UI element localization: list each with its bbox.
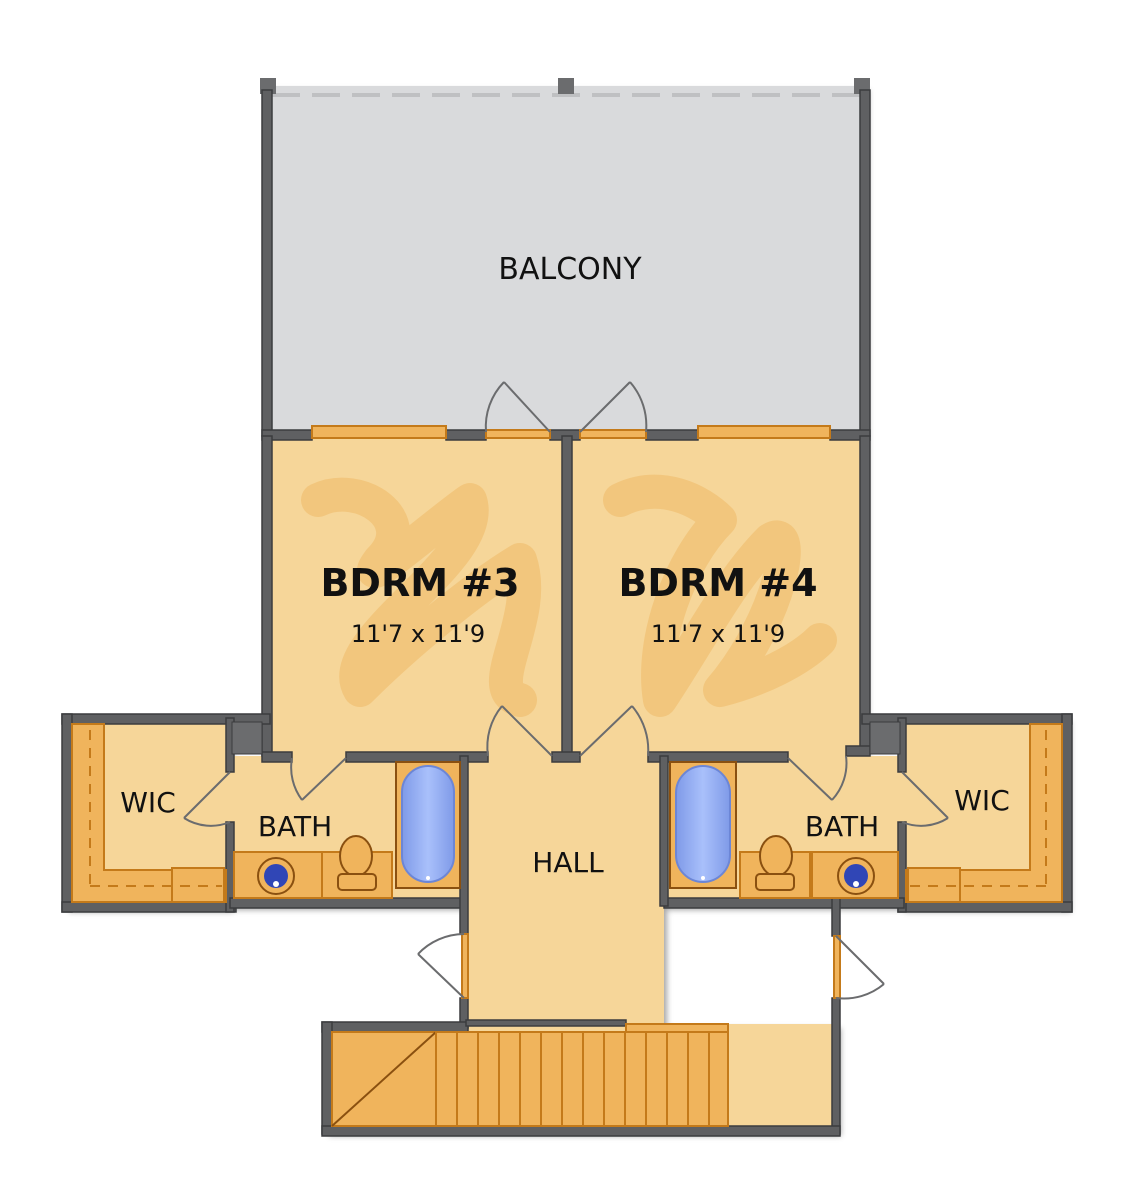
bedroom3-scribble — [301, 477, 542, 717]
windows — [311, 425, 841, 999]
bedroom3-size: 11'7 x 11'9 — [351, 620, 485, 648]
balcony-label: BALCONY — [498, 252, 642, 287]
hall-label: HALL — [532, 846, 604, 879]
bedroom4-label: BDRM #4 — [618, 561, 817, 605]
wic-right-shelves — [905, 723, 1063, 903]
bedroom3-label: BDRM #3 — [320, 561, 519, 605]
wic-left-label: WIC — [120, 786, 176, 819]
hall-floor — [466, 756, 664, 1036]
bath-left-label: BATH — [258, 810, 332, 843]
staircase — [331, 1023, 729, 1127]
bedroom4-scribble — [603, 474, 837, 717]
chase-right — [869, 721, 901, 755]
balcony-post-mid — [558, 78, 574, 94]
walls — [61, 89, 1073, 1137]
bedroom4-size: 11'7 x 11'9 — [651, 620, 785, 648]
wic-right-label: WIC — [954, 784, 1010, 817]
bath-right-label: BATH — [805, 810, 879, 843]
toilet-right — [759, 835, 793, 877]
chase-left — [231, 721, 263, 755]
doors — [183, 381, 949, 1000]
toilet-left — [339, 835, 373, 877]
balcony-floor — [266, 86, 866, 436]
